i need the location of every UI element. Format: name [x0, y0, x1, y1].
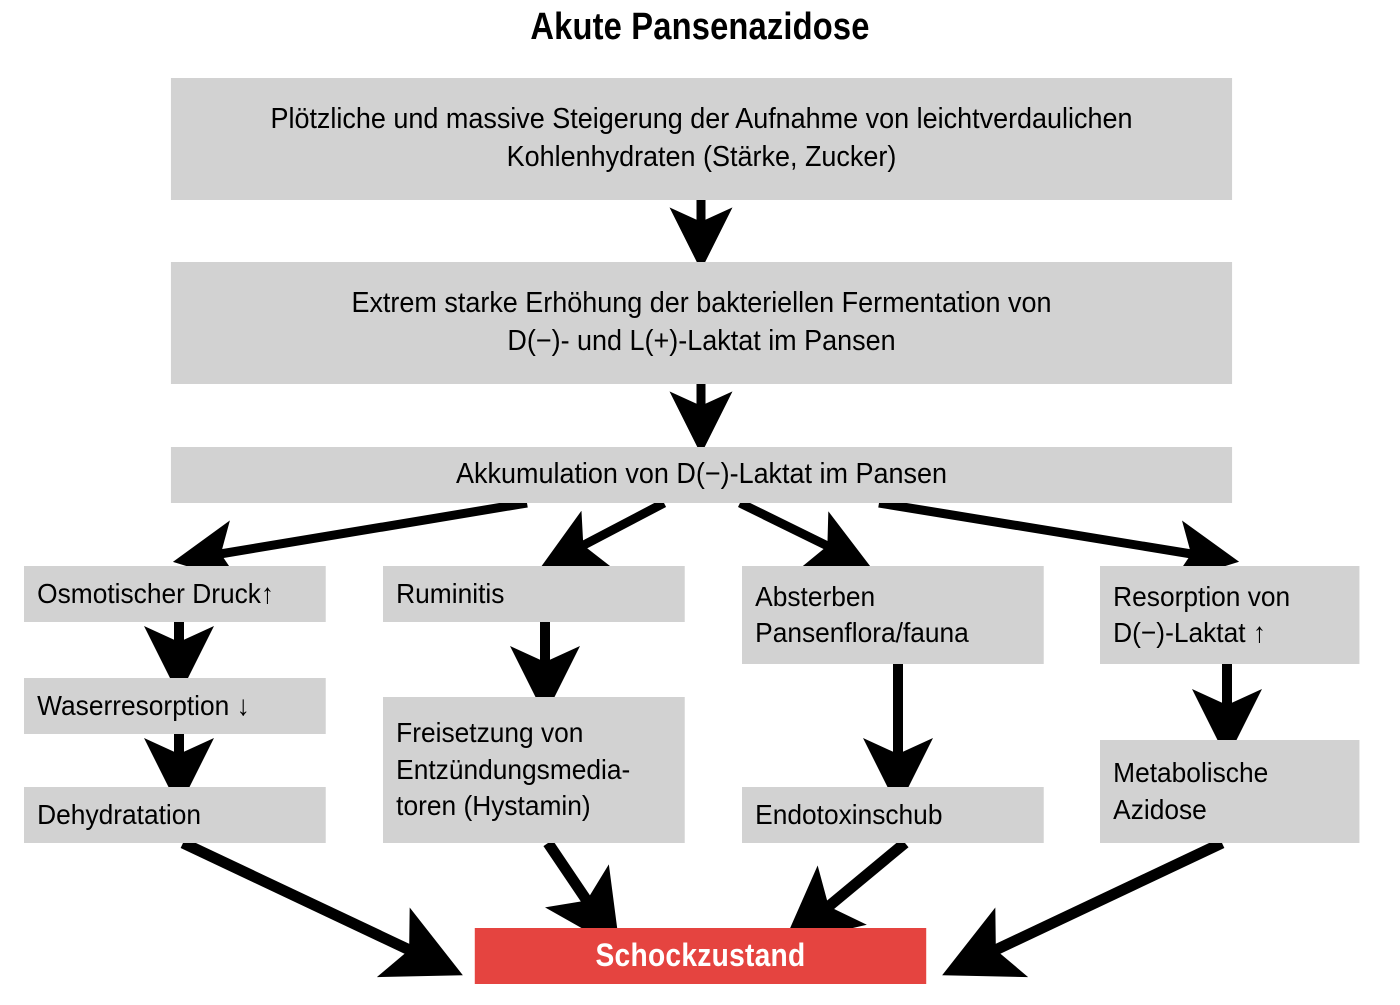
node-dehydration[interactable]: Dehydratation — [24, 787, 326, 843]
node-shock[interactable]: Schockzustand — [474, 928, 927, 984]
node-osmotic-pressure[interactable]: Osmotischer Druck↑ — [24, 566, 326, 622]
arrow-accumulation-to-osmotic — [172, 498, 528, 583]
page-title: Akute Pansenazidose — [530, 6, 870, 48]
arrow-accumulation-to-lactate-resorption — [878, 498, 1240, 583]
arrow-dehydration-to-shock — [180, 838, 463, 978]
arrow-accumulation-to-ruminitis — [540, 499, 667, 568]
arrow-accumulation-to-flora-death — [738, 498, 872, 568]
node-trigger[interactable]: Plötzliche und massive Steigerung der Au… — [170, 78, 1233, 200]
node-endotoxin[interactable]: Endotoxinschub — [742, 787, 1044, 843]
node-accumulation[interactable]: Akkumulation von D(−)-Laktat im Pansen — [170, 447, 1233, 503]
node-water-resorption[interactable]: Waserresorption ↓ — [24, 678, 326, 734]
node-flora-death[interactable]: Absterben Pansenflora/fauna — [742, 566, 1044, 664]
node-ruminitis[interactable]: Ruminitis — [383, 566, 685, 622]
arrow-mediators-to-shock — [543, 839, 620, 950]
node-metabolic-acidosis[interactable]: Metabolische Azidose — [1100, 740, 1360, 843]
node-mediators[interactable]: Freisetzung von Entzündungsmedia- toren … — [383, 697, 685, 843]
node-lactate-resorption[interactable]: Resorption von D(−)-Laktat ↑ — [1100, 566, 1360, 664]
node-fermentation[interactable]: Extrem starke Erhöhung der bakteriellen … — [170, 262, 1233, 384]
arrow-acidosis-to-shock — [942, 838, 1225, 978]
arrow-endotoxin-to-shock — [782, 838, 909, 945]
